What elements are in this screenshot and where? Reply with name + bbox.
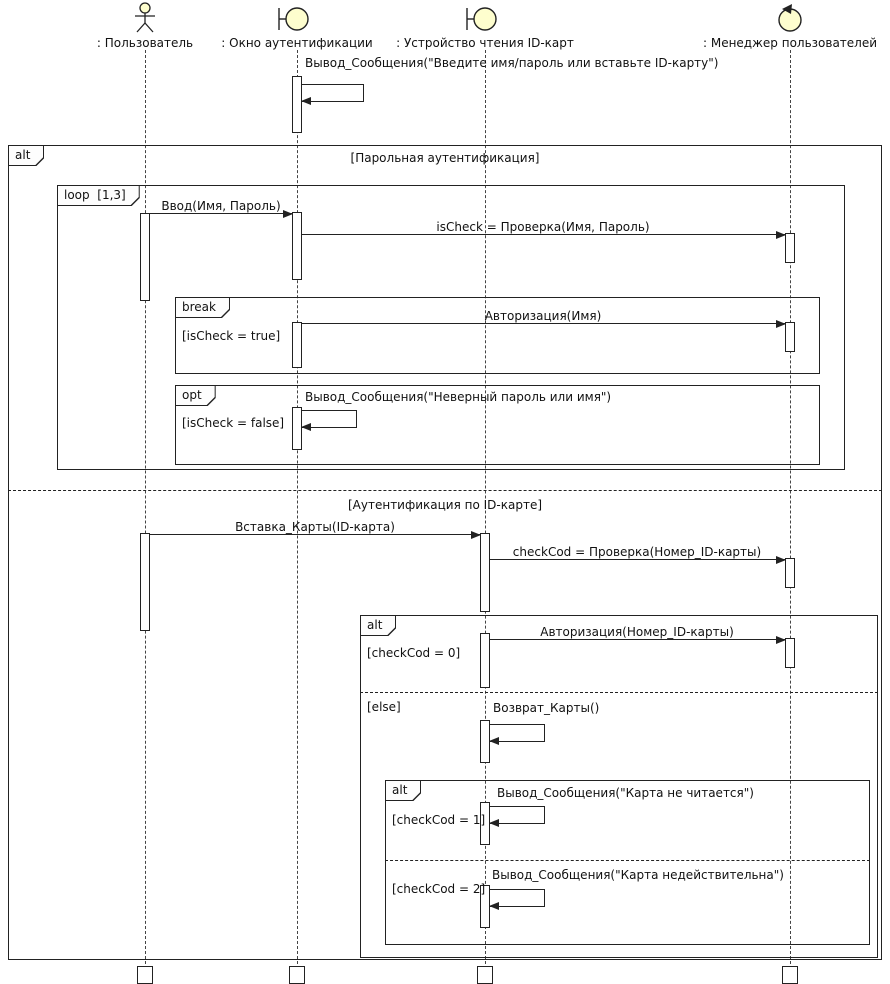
- fragment-operator-opt: opt: [176, 386, 216, 406]
- guard-password-auth: [Парольная аутентификация]: [350, 151, 540, 165]
- fragment-operator-label: alt: [361, 616, 395, 635]
- message-label-wrong-credentials: Вывод_Сообщения("Неверный пароль или имя…: [305, 390, 612, 404]
- guard-checkcod-1: [checkCod = 1]: [392, 813, 486, 827]
- guard-checkcod-0: [checkCod = 0]: [367, 646, 461, 660]
- arrowhead-icon: [301, 97, 311, 105]
- fragment-operator-alt-card-error: alt: [386, 781, 421, 801]
- arrowhead-icon: [489, 902, 499, 910]
- fragment-break: [175, 297, 820, 374]
- activation-auth-window-authorize: [292, 322, 302, 368]
- message-label-authorize-card: Авторизация(Номер_ID-карты): [540, 625, 734, 639]
- arrowhead-icon: [776, 556, 786, 564]
- arrowhead-icon: [776, 636, 786, 644]
- self-message-wrong-credentials: [301, 410, 357, 431]
- self-message-card-unreadable: [489, 806, 545, 827]
- fragment-alt-main-divider: [8, 490, 882, 491]
- fragment-alt-checkcod: [360, 615, 878, 958]
- arrowhead-icon: [489, 819, 499, 827]
- participant-label-card-reader: : Устройство чтения ID-карт: [396, 36, 574, 50]
- activation-reader-card: [480, 533, 490, 612]
- fragment-alt-card-error: [385, 780, 870, 945]
- fragment-operator-label: alt: [386, 781, 420, 800]
- activation-user-login: [140, 213, 150, 301]
- fragment-operator-label: alt: [9, 146, 43, 165]
- arrowhead-icon: [489, 737, 499, 745]
- fragment-opt: [175, 385, 820, 465]
- boundary-icon: [275, 4, 311, 37]
- fragment-operator-break: break: [176, 298, 230, 318]
- guard-ischeck-false: [isCheck = false]: [182, 416, 285, 430]
- participant-label-user-manager: : Менеджер пользователей: [702, 36, 878, 50]
- fragment-operator-label: break: [176, 298, 229, 317]
- arrowhead-icon: [283, 210, 293, 218]
- activation-manager-check-card: [785, 558, 795, 588]
- message-line-check-credentials: [302, 231, 786, 239]
- fragment-operator-alt-main: alt: [9, 146, 44, 166]
- message-line-check-card: [490, 556, 786, 564]
- message-label-prompt: Вывод_Сообщения("Введите имя/пароль или …: [305, 56, 719, 70]
- control-icon: [775, 2, 805, 37]
- message-label-check-credentials: isCheck = Проверка(Имя, Пароль): [436, 220, 650, 234]
- participant-label-user: : Пользователь: [96, 36, 194, 50]
- arrowhead-icon: [471, 531, 481, 539]
- lifeline-foot-auth-window: [289, 966, 305, 984]
- message-label-authorize-name: Авторизация(Имя): [484, 309, 602, 323]
- actor-icon: [132, 2, 158, 37]
- lifeline-auth-window: [297, 50, 298, 984]
- lifeline-card-reader: [485, 50, 486, 984]
- arrowhead-icon: [776, 320, 786, 328]
- arrowhead-icon: [301, 423, 311, 431]
- lifeline-foot-user-manager: [782, 966, 798, 984]
- guard-ischeck-true: [isCheck = true]: [182, 329, 281, 343]
- self-message-prompt: [301, 84, 364, 105]
- boundary-icon: [463, 4, 499, 37]
- self-message-card-invalid: [489, 889, 545, 910]
- lifeline-user-manager: [790, 50, 791, 984]
- fragment-alt-card-error-divider: [385, 860, 870, 861]
- message-label-card-unreadable: Вывод_Сообщения("Карта не читается"): [497, 786, 754, 800]
- fragment-operator-alt-checkcod: alt: [361, 616, 396, 636]
- message-label-card-invalid: Вывод_Сообщения("Карта недействительна"): [492, 868, 784, 882]
- message-line-authorize-name: [302, 320, 786, 328]
- activation-auth-window-login: [292, 212, 302, 280]
- fragment-operator-loop: loop [1,3]: [58, 186, 140, 206]
- lifeline-foot-card-reader: [477, 966, 493, 984]
- message-line-authorize-card: [490, 636, 786, 644]
- message-label-return-card: Возврат_Карты(): [493, 701, 600, 715]
- message-label-enter-credentials: Ввод(Имя, Пароль): [161, 199, 281, 213]
- lifeline-foot-user: [137, 966, 153, 984]
- message-label-check-card: checkCod = Проверка(Номер_ID-карты): [512, 545, 762, 559]
- arrowhead-icon: [776, 231, 786, 239]
- activation-manager-authorize-card: [785, 638, 795, 668]
- guard-idcard-auth: [Аутентификация по ID-карте]: [347, 498, 543, 512]
- fragment-alt-checkcod-divider: [360, 692, 878, 693]
- fragment-operator-label: opt: [176, 386, 215, 405]
- self-message-return-card: [489, 724, 545, 745]
- guard-checkcod-2: [checkCod = 2]: [392, 882, 486, 896]
- participant-label-auth-window: : Окно аутентификации: [221, 36, 373, 50]
- activation-manager-check: [785, 233, 795, 263]
- fragment-operator-label: loop [1,3]: [58, 186, 139, 205]
- lifeline-user: [145, 50, 146, 984]
- activation-manager-authorize: [785, 322, 795, 352]
- message-label-insert-card: Вставка_Карты(ID-карта): [235, 520, 395, 534]
- fragment-loop: [57, 185, 845, 470]
- activation-user-card: [140, 533, 150, 631]
- activation-reader-authorize: [480, 633, 490, 688]
- message-line-insert-card: [150, 531, 481, 539]
- message-line-enter-credentials: [150, 210, 293, 218]
- fragment-alt-main: [8, 145, 882, 960]
- guard-else: [else]: [367, 700, 401, 714]
